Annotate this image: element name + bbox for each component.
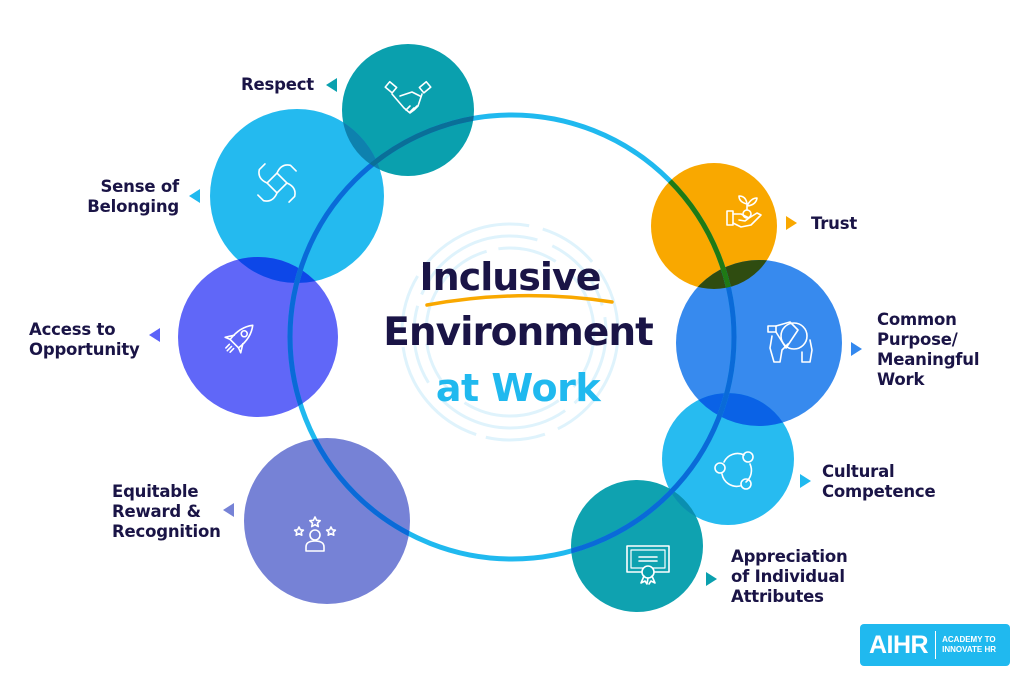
arrow-trust <box>786 216 797 230</box>
circle-equitable <box>244 438 410 604</box>
person-stars-icon <box>293 516 337 552</box>
concentric-rings-decor <box>400 222 620 442</box>
arrow-belonging <box>189 189 200 203</box>
certificate-icon <box>626 545 670 585</box>
hands-globe-icon <box>767 321 813 363</box>
main-ring <box>287 112 737 562</box>
title-line-inclusive: Inclusive <box>419 255 602 299</box>
logo-mark: AIHR <box>869 630 929 659</box>
hand-plant-icon <box>726 195 762 228</box>
title-line-at-work: at Work <box>435 366 601 410</box>
circle-purpose <box>676 260 842 426</box>
circle-belonging <box>210 109 384 283</box>
logo-tagline: ACADEMY TO INNOVATE HR <box>942 635 997 654</box>
label-cultural: Cultural Competence <box>822 462 936 501</box>
label-belonging: Sense of Belonging <box>87 177 179 216</box>
arrow-respect <box>326 78 337 92</box>
label-purpose: Common Purpose/ Meaningful Work <box>877 310 980 389</box>
title-line-environment: Environment <box>383 310 653 355</box>
aihr-logo: AIHR ACADEMY TO INNOVATE HR <box>860 624 1010 666</box>
arrow-access <box>149 328 160 342</box>
arrow-purpose <box>851 342 862 356</box>
label-trust: Trust <box>811 214 858 233</box>
handshake-icon <box>384 80 432 114</box>
circle-access <box>178 257 338 417</box>
label-equitable: Equitable Reward & Recognition <box>112 482 221 541</box>
label-appreciation: Appreciation of Individual Attributes <box>731 547 848 606</box>
rocket-icon <box>224 324 254 354</box>
arrow-equitable <box>223 503 234 517</box>
circle-cultural <box>662 393 794 525</box>
circle-respect <box>342 44 474 176</box>
label-access: Access to Opportunity <box>29 320 140 359</box>
network-cycle-icon <box>714 451 754 490</box>
arrow-appreciation <box>706 572 717 586</box>
title-underline-swoosh <box>425 293 614 307</box>
joined-hands-icon <box>257 163 297 203</box>
logo-divider <box>935 631 937 659</box>
element-circles <box>178 44 842 612</box>
arrow-cultural <box>800 474 811 488</box>
label-respect: Respect <box>241 75 314 94</box>
